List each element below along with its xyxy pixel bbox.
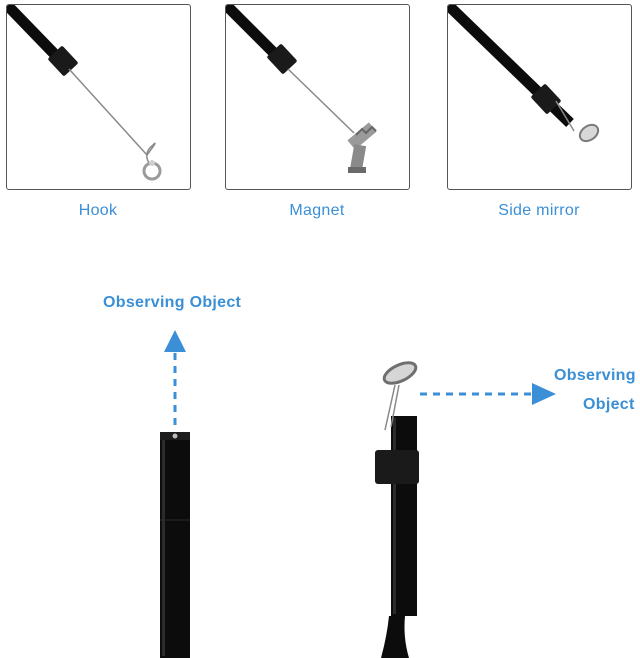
side-view-arrow [420, 383, 556, 405]
side-mirror-caption: Side mirror [498, 202, 580, 219]
front-view-probe [160, 432, 190, 658]
hook-caption: Hook [78, 202, 118, 219]
hook-icon [7, 5, 162, 181]
side-mirror-icon [448, 5, 600, 143]
side-view-label-line2: Object [583, 396, 635, 413]
front-view-label: Observing Object [103, 294, 242, 311]
hook-panel [6, 4, 191, 190]
side-mirror-panel [447, 4, 632, 190]
magnet-panel [225, 4, 410, 190]
magnet-caption: Magnet [289, 202, 345, 219]
front-view-arrow [164, 330, 186, 425]
magnet-icon [226, 5, 377, 173]
side-view-label-line1: Observing [554, 367, 636, 384]
side-view-probe [375, 361, 419, 658]
